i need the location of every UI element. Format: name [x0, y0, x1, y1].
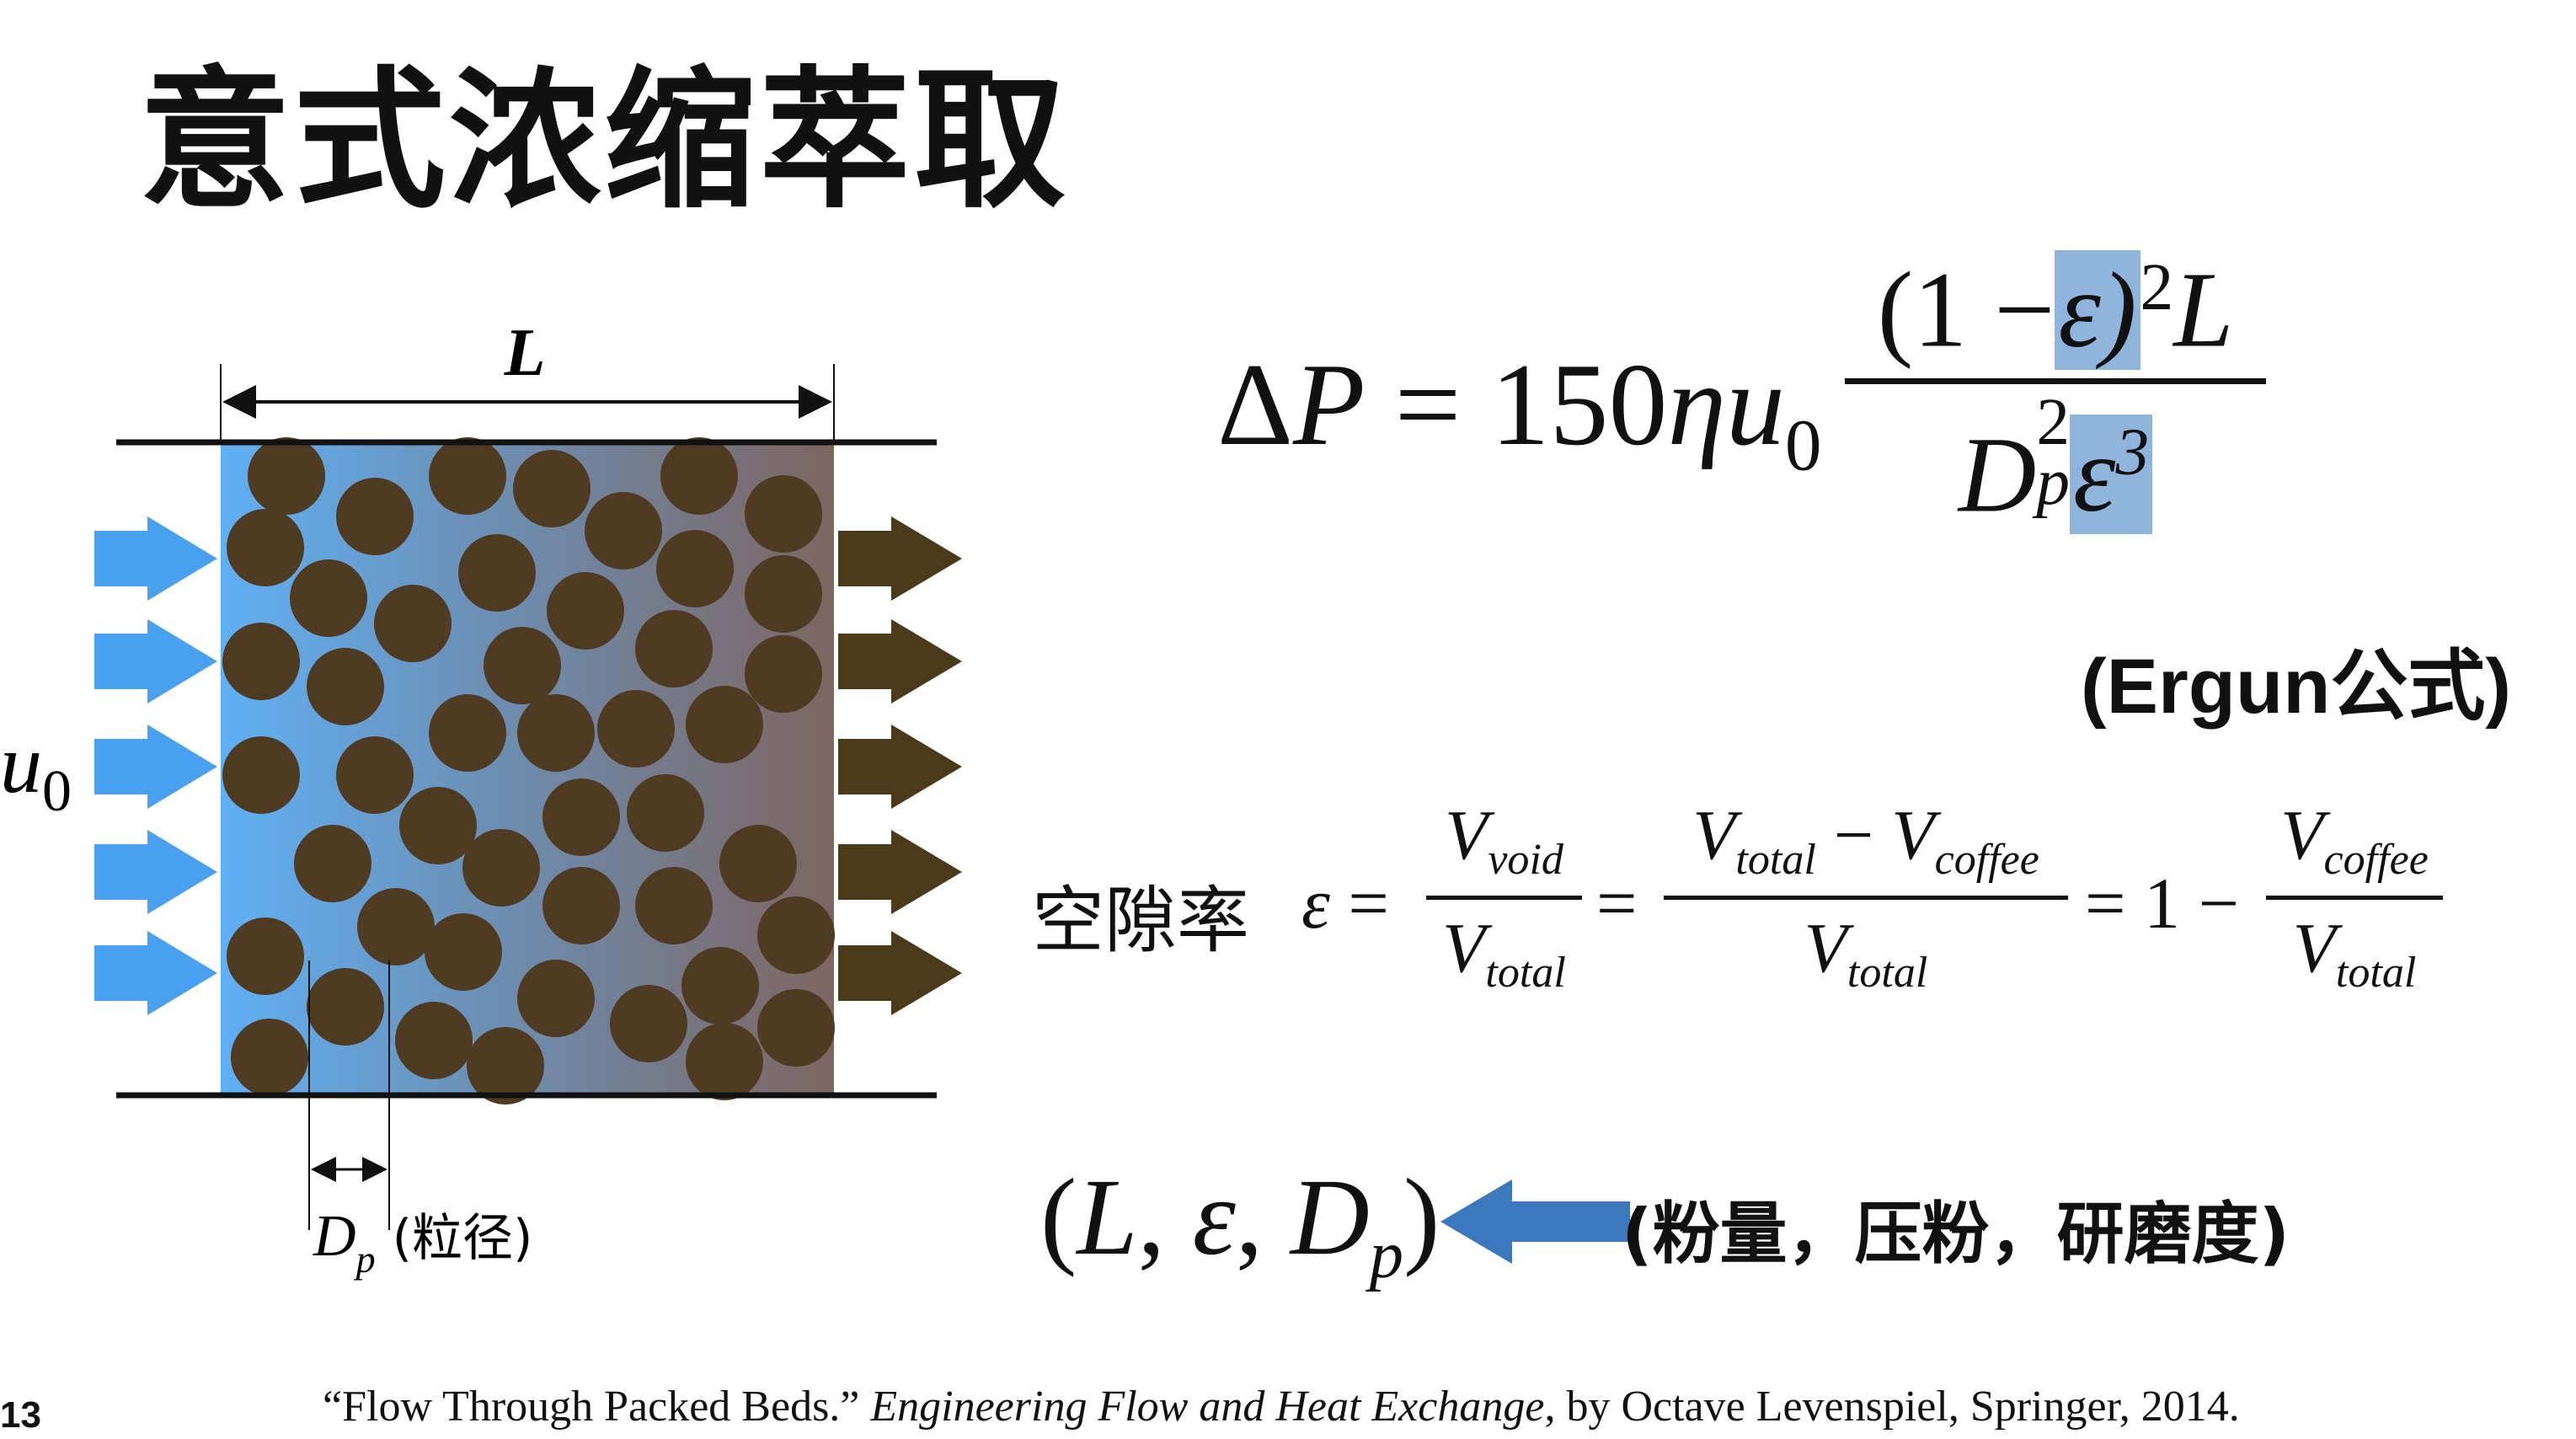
particle-diameter-label: Dp(粒径) — [313, 1204, 532, 1281]
porosity-eq-2: = — [1596, 863, 1638, 944]
coffee-particle — [517, 694, 595, 772]
outflow-arrow-icon — [838, 830, 962, 914]
inflow-arrow-icon — [94, 619, 217, 703]
coffee-particle — [462, 829, 540, 907]
coffee-particles — [222, 437, 835, 1105]
coffee-particle — [686, 686, 763, 763]
coffee-particle — [745, 635, 822, 713]
outflow-arrow-icon — [838, 619, 962, 703]
coffee-particle — [757, 896, 835, 974]
coffee-particle — [681, 947, 759, 1024]
coffee-particle — [597, 690, 675, 768]
inflow-arrow-icon — [94, 830, 217, 914]
coffee-particle — [656, 530, 734, 607]
porosity-label: 空隙率 — [1032, 879, 1249, 963]
coffee-particle — [294, 825, 371, 902]
coffee-particle — [757, 989, 835, 1067]
epsilon-highlight-numerator: ε) — [2055, 249, 2140, 370]
coffee-particle — [222, 623, 300, 700]
parameters-row: (L, ε, Dp) (粉量，压粉，研磨度) — [1040, 1154, 2557, 1314]
coffee-particle — [231, 1019, 308, 1096]
fraction-void-total: Vvoid Vtotal — [1426, 800, 1582, 996]
ergun-numerator: (1 −ε)2L — [1877, 249, 2234, 370]
parameter-tuple: (L, ε, Dp) — [1040, 1157, 1440, 1293]
coffee-particle — [542, 778, 620, 856]
coffee-particle — [517, 960, 595, 1037]
coffee-particle — [660, 437, 738, 515]
coffee-particle — [222, 736, 300, 814]
coffee-particle — [227, 509, 304, 586]
coffee-particle — [610, 985, 687, 1062]
coffee-particle — [248, 437, 325, 515]
coffee-particle — [635, 610, 713, 687]
epsilon-highlight-denominator: ε3 — [2070, 415, 2153, 535]
coffee-particle — [374, 585, 452, 662]
packed-bed-diagram: L Dp(粒径) u0 — [0, 320, 962, 1281]
coffee-particle — [290, 559, 367, 637]
outflow-arrows — [838, 516, 962, 1015]
inlet-velocity-label: u0 — [0, 717, 72, 824]
coffee-particle — [542, 867, 620, 944]
coffee-particle — [307, 968, 384, 1046]
inflow-arrow-icon — [94, 931, 217, 1015]
coffee-particle — [745, 555, 822, 633]
outflow-arrow-icon — [838, 516, 962, 601]
coffee-particle — [307, 648, 384, 725]
fraction-coffee-total: Vcoffee Vtotal — [2266, 800, 2443, 996]
outflow-arrow-icon — [838, 931, 962, 1015]
coffee-particle — [627, 774, 704, 852]
coffee-particle — [429, 694, 506, 772]
fraction-total-minus-coffee: Vtotal − Vcoffee Vtotal — [1664, 800, 2068, 996]
inflow-arrow-icon — [94, 516, 217, 601]
coffee-particle — [745, 475, 822, 553]
parameter-description: (粉量，压粉，研磨度) — [1622, 1195, 2290, 1273]
length-label: L — [504, 320, 546, 390]
coffee-particle — [686, 1023, 763, 1100]
outflow-arrow-icon — [838, 725, 962, 809]
coffee-particle — [227, 917, 304, 995]
left-arrow-icon — [1440, 1180, 1630, 1264]
ergun-fraction-bar — [1845, 378, 2266, 385]
porosity-eps: ε = — [1301, 863, 1389, 944]
ergun-label: (Ergun公式) — [2081, 644, 2512, 730]
inflow-arrow-icon — [94, 725, 217, 809]
coffee-particle — [513, 450, 591, 527]
porosity-definition: 空隙率 ε = Vvoid Vtotal = Vtotal − Vcoffee … — [1032, 800, 2548, 1019]
coffee-particle — [467, 1027, 544, 1105]
citation: “Flow Through Packed Beds.” Engineering … — [323, 1383, 2240, 1431]
coffee-particle — [719, 825, 797, 902]
coffee-particle — [336, 736, 414, 814]
coffee-particle — [336, 478, 414, 555]
coffee-particle — [357, 888, 435, 966]
ergun-lhs: ΔP = 150ηu0 — [1217, 340, 1822, 486]
page-number: 13 — [0, 1394, 41, 1436]
coffee-particle — [635, 867, 713, 944]
inflow-arrows — [94, 516, 217, 1015]
coffee-particle — [395, 1002, 473, 1079]
coffee-particle — [484, 627, 561, 704]
coffee-particle — [399, 787, 477, 864]
coffee-particle — [425, 913, 502, 991]
coffee-particle — [458, 534, 536, 612]
porosity-one-minus: = 1 − — [2085, 863, 2240, 944]
slide-title: 意式浓缩萃取 — [139, 53, 1070, 229]
coffee-particle — [547, 572, 624, 650]
coffee-particle — [429, 437, 506, 515]
coffee-particle — [585, 492, 662, 570]
